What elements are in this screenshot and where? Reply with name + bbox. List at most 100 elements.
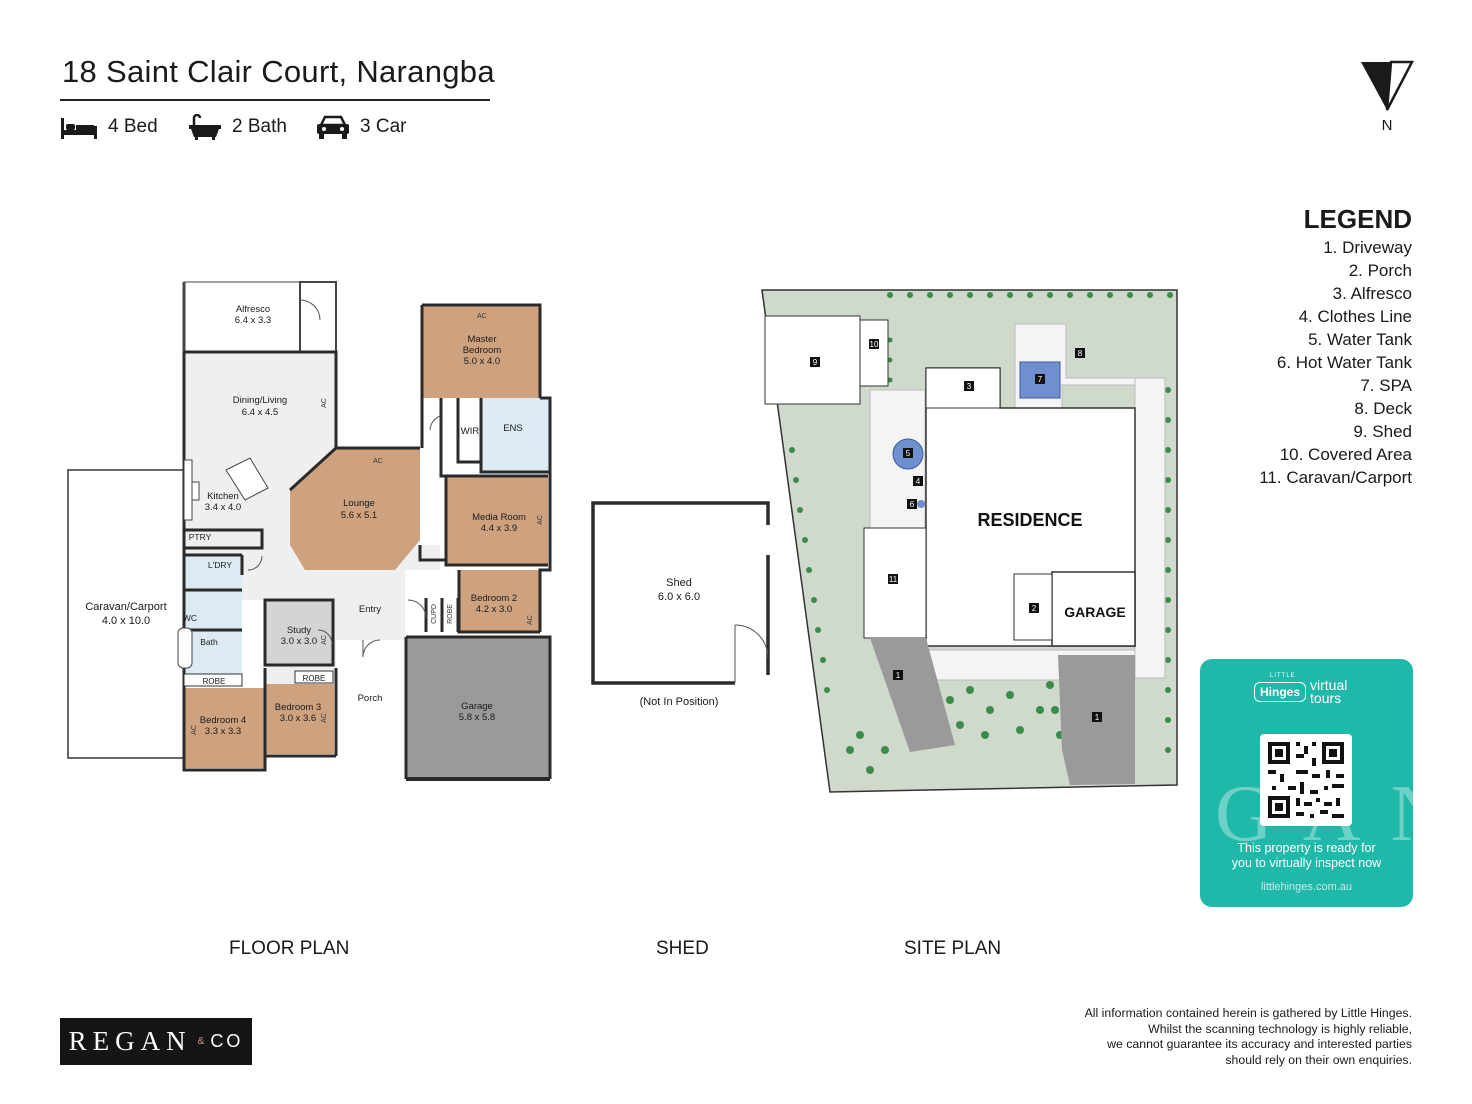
logo-tours-text: tours <box>1310 690 1342 706</box>
bedroom4-size: 3.3 x 3.3 <box>205 726 241 737</box>
bedroom-2 <box>459 570 541 632</box>
virtual-tour-card[interactable]: GAN LITTLE Hinges virtual tours This pro… <box>1200 659 1413 907</box>
svg-text:8: 8 <box>1078 349 1083 358</box>
svg-text:2: 2 <box>1032 604 1037 613</box>
robe-label-bed2: ROBE <box>447 604 454 624</box>
ens-label: ENS <box>503 423 523 434</box>
ac-label: AC <box>373 458 383 465</box>
media-size: 4.4 x 3.9 <box>481 523 517 534</box>
ac-label: AC <box>321 398 328 408</box>
bathtub-fixture <box>177 627 193 669</box>
svg-text:5: 5 <box>906 449 911 458</box>
floor-plan-caption: FLOOR PLAN <box>229 938 350 959</box>
legend-item: 11. Caravan/Carport <box>1259 468 1412 487</box>
wir-label: WIR <box>461 426 480 437</box>
car-feature: 3 Car <box>316 114 406 140</box>
legend-item: 8. Deck <box>1354 399 1412 418</box>
svg-text:3: 3 <box>967 382 972 391</box>
shed-label: Shed <box>666 577 692 589</box>
shed-note: (Not In Position) <box>640 696 719 708</box>
site-plan-caption: SITE PLAN <box>904 938 1002 959</box>
virtual-tour-tagline: This property is ready for you to virtua… <box>1200 841 1413 871</box>
garage-label: Garage <box>461 701 493 712</box>
site-covered-area <box>859 319 889 387</box>
disclaimer-line: should rely on their own enquiries. <box>1225 1052 1412 1067</box>
bath-feature: 2 Bath <box>188 114 287 140</box>
alfresco-label: Alfresco <box>236 304 270 315</box>
residence-label: RESIDENCE <box>977 510 1082 530</box>
logo-little-text: LITTLE <box>1270 673 1296 679</box>
disclaimer-line: Whilst the scanning technology is highly… <box>1148 1021 1412 1036</box>
bed-feature: 4 Bed <box>60 114 158 140</box>
brand-co: CO <box>210 1031 244 1051</box>
master-size: 5.0 x 4.0 <box>464 356 500 367</box>
regan-co-logo: REGAN & CO <box>60 1018 252 1065</box>
ptry-label: PTRY <box>189 532 212 542</box>
ac-label: AC <box>477 313 487 320</box>
floor-plan: Alfresco 6.4 x 3.3 Master Bedroom 5.0 x … <box>67 281 552 781</box>
kitchen-size: 3.4 x 4.0 <box>205 502 241 513</box>
ac-label: AC <box>191 725 198 735</box>
dining-label: Dining/Living <box>233 395 287 406</box>
site-plan: 9 10 8 3 7 5 4 6 11 2 1 1 RESIDENCE GARA… <box>761 289 1178 793</box>
virtual-tour-url[interactable]: littlehinges.com.au <box>1260 881 1353 893</box>
disclaimer: All information contained herein is gath… <box>1085 1006 1412 1068</box>
ac-label: AC <box>537 515 544 525</box>
north-compass-icon: N <box>1361 60 1415 134</box>
bath-label: Bath <box>200 637 218 647</box>
master-bedroom <box>422 305 540 398</box>
little-hinges-logo: LITTLE Hinges virtual tours <box>1254 673 1347 706</box>
svg-text:6: 6 <box>910 500 915 509</box>
legend-item: 3. Alfresco <box>1332 284 1412 303</box>
dining-size: 6.4 x 4.5 <box>242 407 278 418</box>
garage-size: 5.8 x 5.8 <box>459 712 495 723</box>
svg-text:9: 9 <box>813 358 818 367</box>
robe-label-bed3: ROBE <box>303 674 326 683</box>
legend-item: 7. SPA <box>1360 376 1412 395</box>
wet-areas <box>184 555 242 685</box>
bedroom3-size: 3.0 x 3.6 <box>280 713 316 724</box>
bedroom4-label: Bedroom 4 <box>200 715 246 726</box>
alfresco-size: 6.4 x 3.3 <box>235 315 271 326</box>
svg-text:7: 7 <box>1038 375 1043 384</box>
study <box>265 600 333 665</box>
porch-label: Porch <box>358 693 383 704</box>
bath-count: 2 Bath <box>232 116 287 137</box>
wc-label: WC <box>183 613 197 623</box>
bed-count: 4 Bed <box>108 116 158 137</box>
qr-code-icon[interactable] <box>1260 734 1352 826</box>
legend-item: 6. Hot Water Tank <box>1276 353 1412 372</box>
bathtub-icon <box>189 114 221 140</box>
driveway-left <box>870 638 955 752</box>
lounge-size: 5.6 x 5.1 <box>341 510 377 521</box>
alfresco-area <box>182 281 337 353</box>
study-size: 3.0 x 3.0 <box>281 636 317 647</box>
svg-text:10: 10 <box>870 340 879 349</box>
site-number-badges: 9 10 8 3 7 5 4 6 11 2 1 1 <box>810 339 1102 722</box>
disclaimer-line: we cannot guarantee its accuracy and int… <box>1107 1037 1412 1052</box>
ldry-label: L'DRY <box>208 560 232 570</box>
disclaimer-line: All information contained herein is gath… <box>1084 1006 1412 1020</box>
legend-item: 2. Porch <box>1348 261 1412 280</box>
media-room <box>446 476 548 565</box>
property-address: 18 Saint Clair Court, Narangba <box>62 54 495 89</box>
bedroom-4 <box>184 688 264 768</box>
tagline-line-1: This property is ready for <box>1237 841 1376 855</box>
master-label-2: Bedroom <box>463 345 502 356</box>
entry-label: Entry <box>359 604 381 615</box>
legend-item: 9. Shed <box>1353 422 1412 441</box>
shed-size: 6.0 x 6.0 <box>658 591 700 603</box>
ac-label: AC <box>321 713 328 723</box>
logo-hinges-text: Hinges <box>1254 682 1307 702</box>
bedroom2-label: Bedroom 2 <box>471 593 517 604</box>
lounge <box>290 448 420 570</box>
legend: LEGEND 1. Driveway 2. Porch 3. Alfresco … <box>1259 202 1412 489</box>
bedroom3-label: Bedroom 3 <box>275 702 321 713</box>
caravan-size: 4.0 x 10.0 <box>102 615 150 627</box>
master-label-1: Master <box>467 334 496 345</box>
legend-item: 10. Covered Area <box>1279 445 1412 464</box>
kitchen-label: Kitchen <box>207 491 239 502</box>
shed-caption: SHED <box>656 938 709 959</box>
brand-ampersand: & <box>197 1036 205 1047</box>
site-garage <box>1051 571 1136 647</box>
